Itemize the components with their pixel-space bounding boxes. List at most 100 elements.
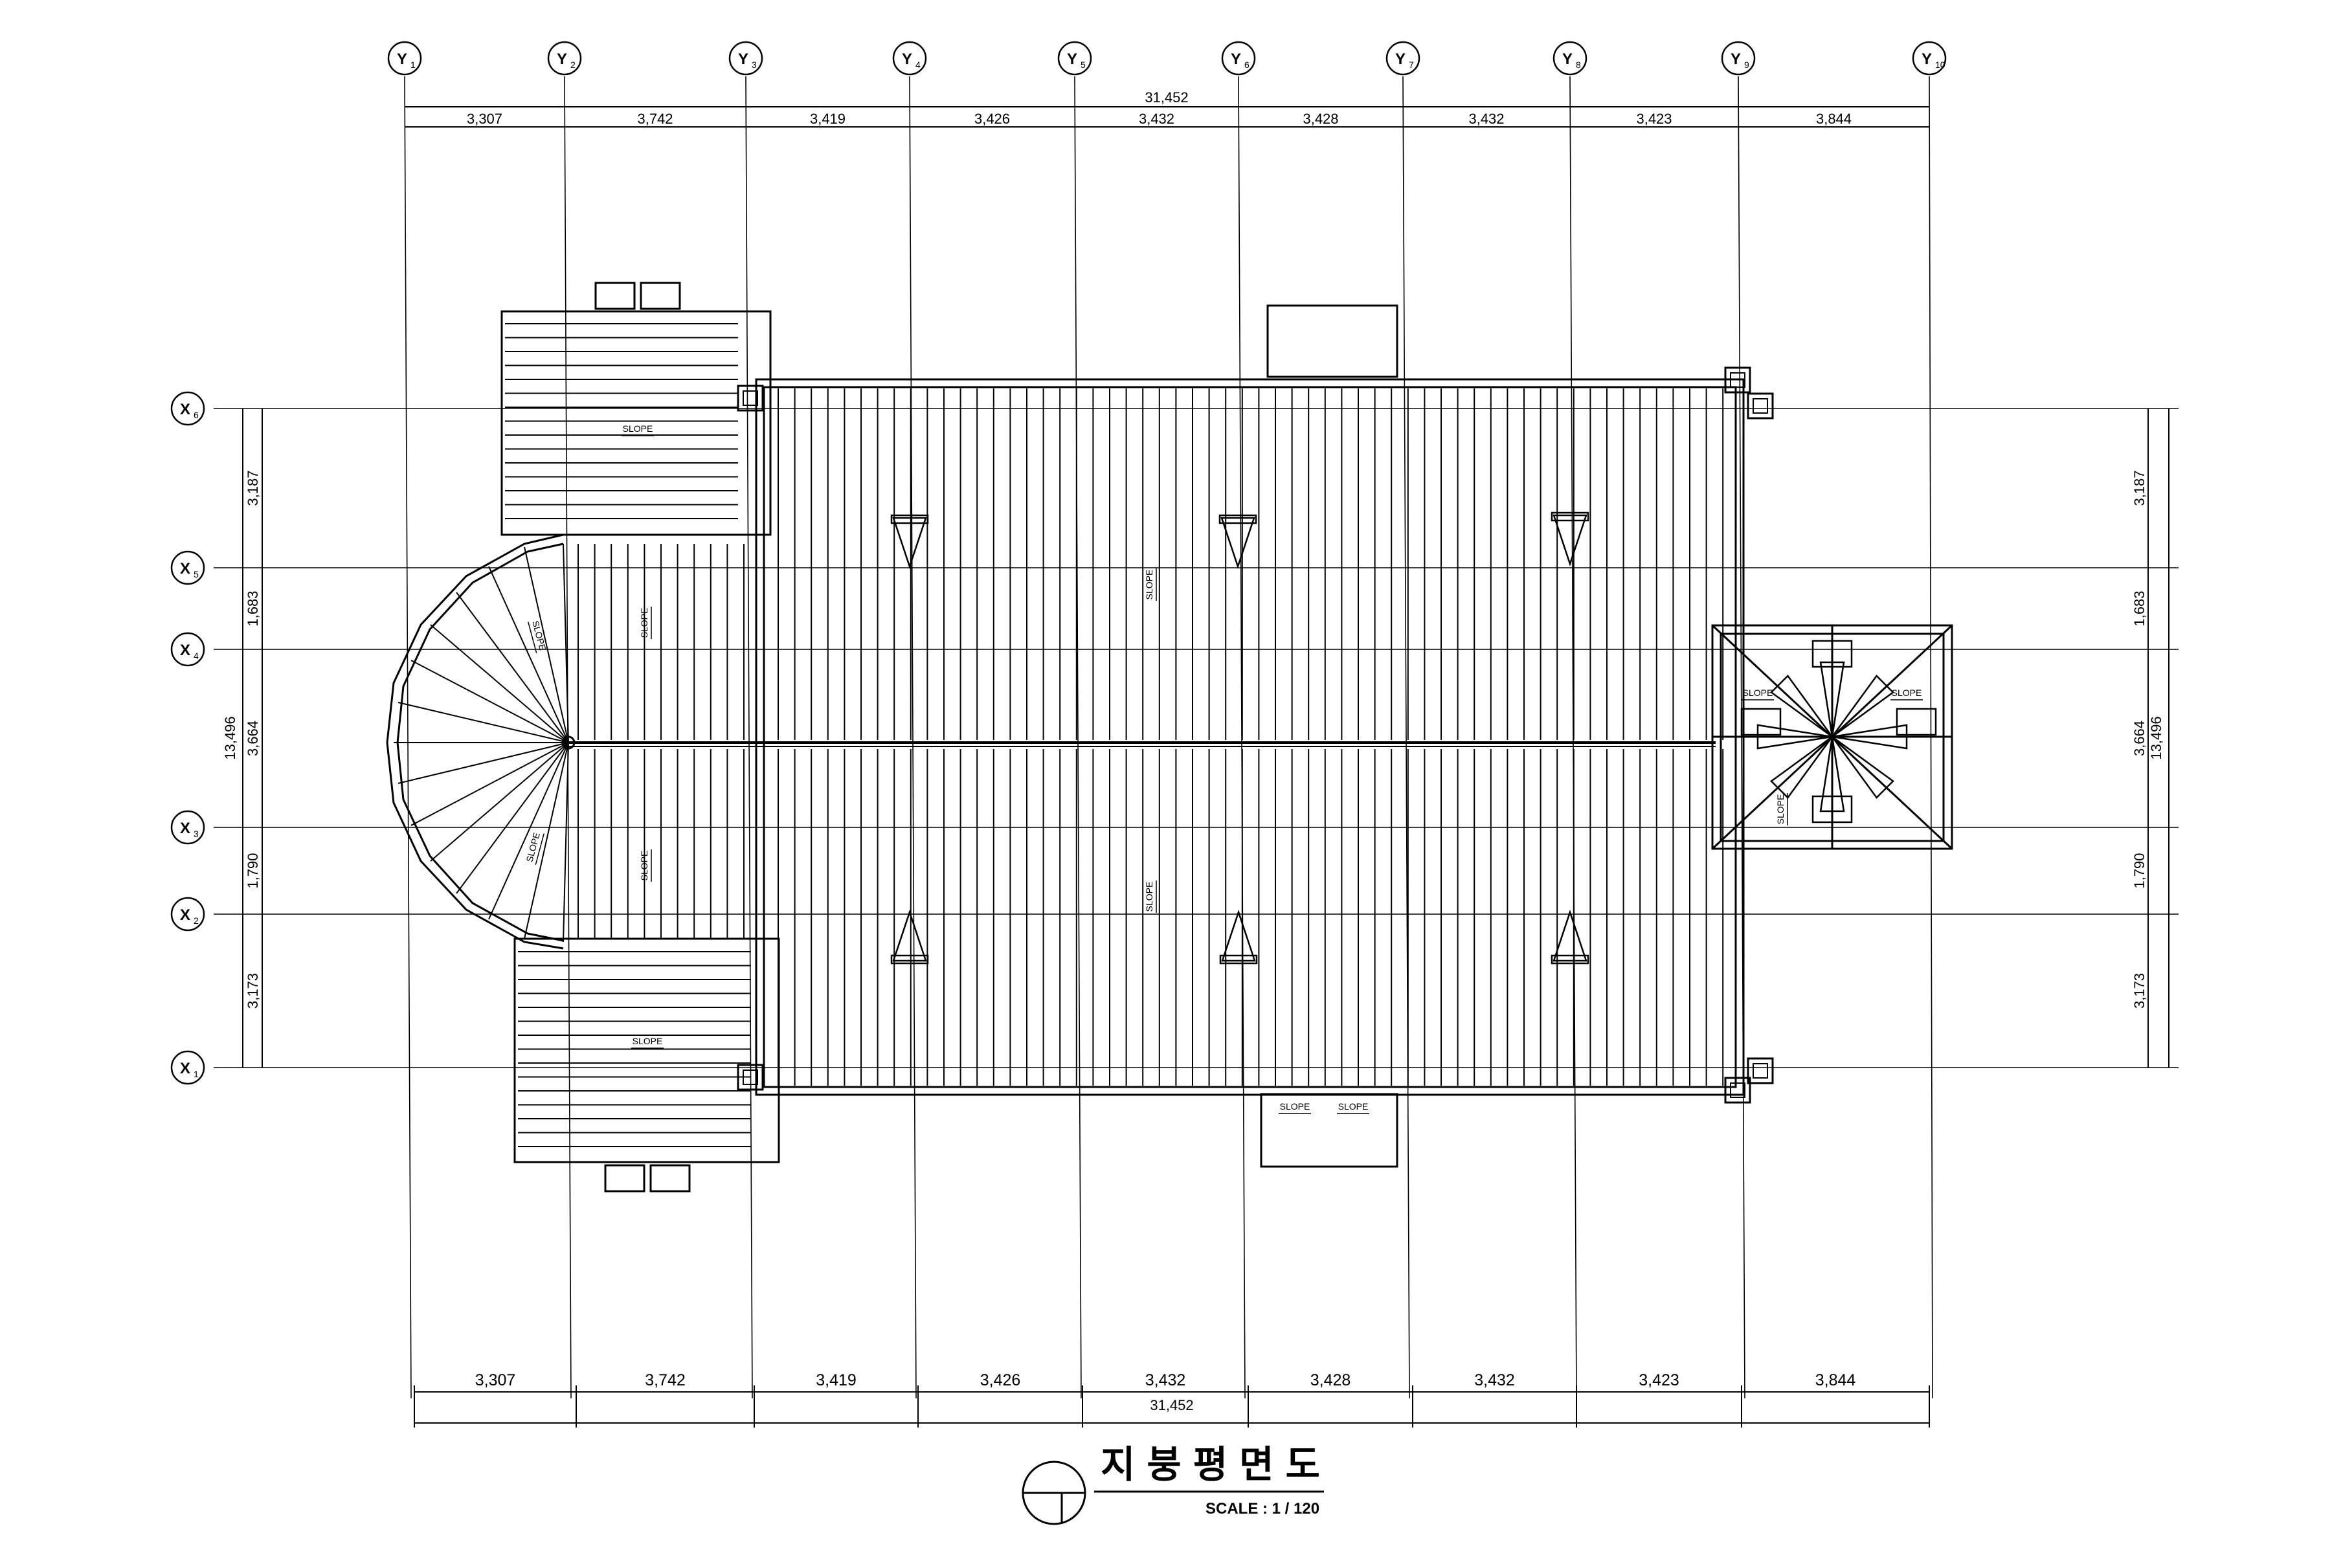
dim-right-segment: 3,187	[2131, 470, 2147, 506]
tower-dormer	[1896, 708, 1937, 736]
tower-star-point	[1831, 735, 1894, 799]
grid-bubble-x2-letter: X	[180, 906, 190, 924]
dim-left-segment: 3,664	[245, 721, 261, 756]
grid-bubble-y10-index: 10	[1935, 60, 1945, 70]
grid-bubble-y1-index: 1	[410, 60, 416, 70]
dim-right-segment: 3,664	[2131, 721, 2147, 756]
corner-post	[737, 385, 764, 412]
grid-bubble-x6	[170, 391, 205, 426]
grid-bubble-y5-index: 5	[1081, 60, 1086, 70]
slope-arrow	[528, 622, 537, 653]
grid-bubble-y6	[1221, 41, 1256, 76]
dim-bottom-segment: 3,844	[1815, 1371, 1856, 1389]
roof-vent-base	[1551, 954, 1589, 965]
grid-bubble-y3-index: 3	[752, 60, 757, 70]
drawing-scale: SCALE : 1 / 120	[1205, 1500, 1319, 1518]
dim-bottom-segment: 3,742	[645, 1371, 686, 1389]
wing-top-left	[500, 310, 772, 536]
grid-bubble-x4-index: 4	[194, 651, 199, 661]
title-block: 지붕평면도 SCALE : 1 / 120	[1022, 1444, 1324, 1525]
dim-bottom-segment: 3,307	[475, 1371, 516, 1389]
grid-bubble-y6-letter: Y	[1231, 50, 1241, 68]
dormer-bottom	[1260, 1093, 1398, 1168]
grid-bubble-y2-letter: Y	[557, 50, 567, 68]
corner-post	[1724, 366, 1751, 394]
grid-bubble-y10-letter: Y	[1922, 50, 1932, 68]
apse-rafter	[488, 742, 569, 920]
grid-bubble-y8-letter: Y	[1562, 50, 1573, 68]
slope-label: SLOPE	[623, 423, 653, 434]
corner-post	[1724, 1077, 1751, 1104]
grid-bubble-y2-index: 2	[570, 60, 576, 70]
apse-rafter	[563, 742, 569, 943]
dim-top-segment: 3,742	[637, 111, 673, 127]
apse-rafter	[563, 543, 569, 743]
grid-bubble-y3-letter: Y	[738, 50, 748, 68]
corner-post-inner	[1730, 372, 1745, 388]
tower-star-point	[1832, 724, 1908, 750]
dim-bottom-segment: 3,432	[1145, 1371, 1186, 1389]
dim-right-segment: 3,173	[2131, 973, 2147, 1009]
dim-bottom-segment: 3,426	[980, 1371, 1021, 1389]
dim-top-segment: 3,423	[1636, 111, 1672, 127]
grid-bubble-y7-index: 7	[1409, 60, 1414, 70]
roof-vent-triangle	[892, 517, 927, 569]
dim-top-segment: 3,844	[1816, 111, 1852, 127]
tower-star-point	[1831, 675, 1894, 738]
grid-bubble-y4-letter: Y	[902, 50, 912, 68]
roof-vent-base	[890, 514, 929, 524]
apse-rafter	[524, 742, 569, 939]
apse-rafter	[410, 742, 569, 826]
grid-bubble-y5-letter: Y	[1067, 50, 1077, 68]
grid-bubble-x5-letter: X	[180, 560, 190, 577]
grid-bubble-y6-index: 6	[1244, 60, 1250, 70]
dim-left-segment: 3,173	[245, 973, 261, 1009]
grid-bubble-y1	[387, 41, 422, 76]
roof-vent-base	[1218, 514, 1257, 524]
tower-star-point	[1770, 675, 1833, 738]
dim-bottom-segment: 3,428	[1310, 1371, 1351, 1389]
grid-line-y7	[1402, 76, 1410, 1399]
grid-bubble-y3	[728, 41, 763, 76]
apse-rafter	[456, 742, 569, 894]
apse-rafter	[524, 546, 569, 743]
grid-bubble-x1-letter: X	[180, 1060, 190, 1077]
roof-vent-base	[890, 954, 929, 965]
slope-label: SLOPE	[1743, 688, 1773, 698]
dim-left-segment: 1,790	[245, 853, 261, 888]
vent	[640, 282, 681, 310]
slope-label: SLOPE	[1144, 882, 1154, 912]
grid-bubble-y9-letter: Y	[1731, 50, 1741, 68]
vent	[649, 1164, 691, 1193]
dim-left-segment: 1,683	[245, 590, 261, 626]
wing-bottom-left	[513, 937, 780, 1163]
dim-left-total: 13,496	[222, 716, 238, 759]
slope-label: SLOPE	[633, 1036, 663, 1046]
corner-post	[1747, 392, 1774, 420]
grid-bubble-y9-index: 9	[1744, 60, 1749, 70]
corner-post-inner	[1753, 398, 1768, 414]
slope-label: SLOPE	[1144, 570, 1154, 600]
grid-bubble-y8	[1553, 41, 1587, 76]
grid-bubble-y9	[1721, 41, 1756, 76]
corner-post	[1747, 1057, 1774, 1084]
roof-vent-triangle	[1553, 514, 1587, 566]
grid-bubble-y4-index: 4	[915, 60, 921, 70]
grid-bubble-x2-index: 2	[194, 915, 199, 926]
dim-top-segment: 3,426	[974, 111, 1010, 127]
tower-star-point	[1770, 735, 1833, 799]
corner-post-inner	[1753, 1063, 1768, 1079]
dim-top-segment: 3,432	[1139, 111, 1174, 127]
slope-label: SLOPE	[639, 851, 649, 881]
main-roof-outline	[755, 378, 1745, 1096]
grid-bubble-x3-letter: X	[180, 820, 190, 837]
dim-bottom-segment: 3,419	[816, 1371, 857, 1389]
tower-dormer	[1811, 640, 1853, 668]
grid-bubble-x1	[170, 1050, 205, 1085]
grid-bubble-x5-index: 5	[194, 569, 199, 579]
roof-outline	[386, 282, 1953, 1193]
dimension-lines	[242, 106, 2169, 1428]
